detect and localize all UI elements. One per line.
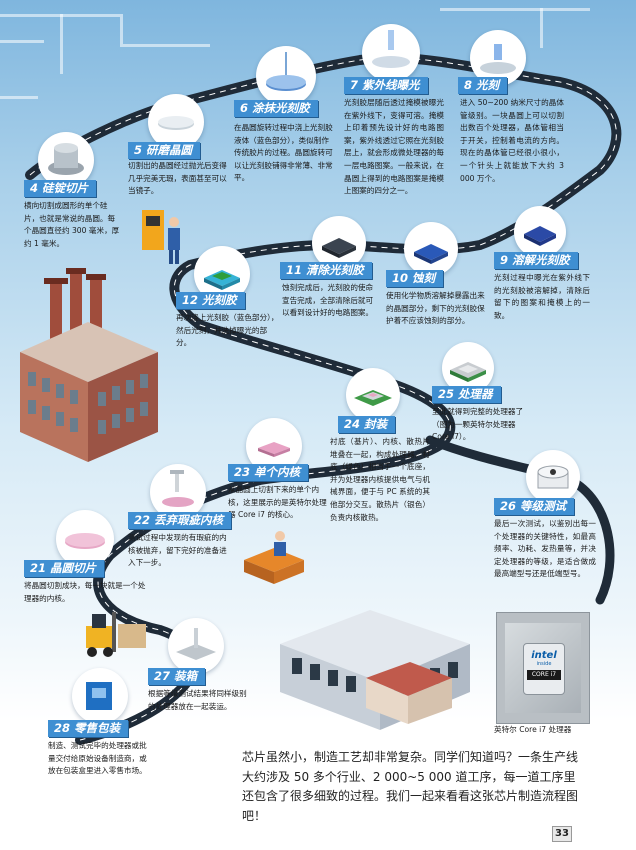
step9-image-circle [514, 206, 566, 258]
step-9-label: 9 溶解光刻胶 [494, 252, 578, 269]
step-25-desc: 至此就得到完整的处理器了（图为一颗英特尔处理器 Core i7）。 [432, 407, 524, 442]
modern-factory-illustration [280, 610, 470, 730]
step-26-desc: 最后一次测试，以鉴别出每一个处理器的关键特性，如最高频率、功耗、发热量等，并决定… [494, 519, 596, 579]
circuit-trace [60, 14, 63, 74]
step4-image-circle [38, 132, 94, 188]
step-27-label: 27 装箱 [148, 668, 206, 685]
intel-logo: intel [531, 650, 557, 661]
forklift-illustration [86, 612, 146, 657]
circuit-trace [120, 14, 123, 44]
step-28-desc: 制造、测试完毕的处理器或批量交付给原始设备制造商，或放在包装盒里进入零售市场。 [48, 741, 147, 776]
step-21-desc: 将晶圆切割成块，每一块就是一个处理器的内核。 [24, 581, 146, 603]
step-8-desc: 进入 50~200 纳米尺寸的晶体管级别。一块晶圆上可以切割出数百个处理器，晶体… [460, 98, 564, 183]
step-25-label: 25 处理器 [432, 386, 501, 403]
tray-icon [176, 628, 216, 660]
processor-icon [450, 362, 486, 382]
clean-resist-icon [322, 238, 356, 258]
chip-caption: 英特尔 Core i7 处理器 [494, 725, 572, 734]
step-8-label: 8 光刻 [458, 77, 508, 94]
circuit-trace [0, 96, 38, 99]
step11-image-circle [312, 216, 366, 270]
step-24-desc: 衬底（基片）、内核、散热片堆叠在一起，构成处理器。衬底（绿色）相当于一个底座，并… [330, 437, 430, 522]
retail-box-icon [86, 682, 112, 710]
step21-image-circle [56, 510, 114, 568]
step27-image-circle [168, 618, 224, 674]
step-22-desc: 测试过程中发现的有瑕疵的内核被抛弃，留下完好的准备进入下一步。 [128, 533, 227, 568]
step26-image-circle [526, 450, 580, 504]
step-26-label: 26 等级测试 [494, 498, 575, 515]
step22-image-circle [150, 464, 206, 520]
circuit-trace [0, 40, 44, 43]
step-28-label: 28 零售包装 [48, 720, 129, 737]
intel-inside-text: inside [536, 661, 552, 667]
wafer-dice-icon [65, 533, 105, 549]
inspection-worker-illustration [244, 531, 304, 584]
factory-illustration [20, 268, 158, 462]
resist-again-icon [204, 270, 240, 290]
step-21-label: 21 晶圆切片 [24, 560, 105, 577]
step-6-desc: 在晶圆旋转过程中浇上光刻胶液体（蓝色部分），类似制作传统胶片的过程。晶圆旋转可以… [234, 123, 333, 183]
step-11-desc: 蚀刻完成后，光刻胶的使命宣告完成，全部清除后就可以看到设计好的电路图案。 [282, 283, 374, 318]
step7-image-circle [362, 24, 420, 82]
step25-image-circle [442, 342, 494, 394]
polished-wafer-icon [158, 116, 194, 130]
step-10-desc: 使用化学物质溶解掉暴露出来的晶圆部分，剩下的光刻胶保护着不应该蚀刻的部分。 [386, 291, 485, 326]
step-23-label: 23 单个内核 [228, 464, 309, 481]
step-10-label: 10 蚀刻 [386, 270, 444, 287]
etch-icon [414, 244, 448, 264]
step8-image-circle [470, 30, 526, 86]
step24-image-circle [346, 368, 400, 422]
circuit-trace [120, 44, 210, 47]
step-5-desc: 切割出的晶圆经过抛光后变得几乎完美无瑕，表面甚至可以当镜子。 [128, 161, 227, 196]
wafer-slice-icon [48, 143, 84, 175]
step-12-desc: 再次浇上光刻胶（蓝色部分），然后光刻，并洗掉曝光的部分。 [176, 313, 279, 348]
discard-core-icon [162, 470, 194, 507]
step5-image-circle [148, 94, 204, 150]
lithography-icon [480, 44, 516, 74]
step6-image-circle [256, 46, 316, 106]
uv-exposure-icon [372, 30, 410, 68]
spin-coat-icon [266, 52, 306, 91]
step-27-desc: 根据等级测试结果将同样级别的处理器放在一起装运。 [148, 689, 247, 711]
page-number: 33 [552, 826, 572, 842]
step-7-desc: 光刻胶层随后透过掩模被曝光在紫外线下，变得可溶。掩模上印着预先设计好的电路图案，… [344, 98, 444, 196]
intro-paragraph: 芯片虽然小，制造工艺却非常复杂。同学们知道吗？一条生产线大约涉及 50 多个行业… [242, 750, 579, 823]
step-4-desc: 横向切割成圆形的单个硅片，也就是常说的晶圆。每个晶圆直径约 300 毫米，厚约 … [24, 201, 120, 248]
step-24-label: 24 封装 [338, 416, 396, 433]
step-7-label: 7 紫外线曝光 [344, 77, 428, 94]
step-12-label: 12 光刻胶 [176, 292, 245, 309]
step-23-desc: 从晶圆上切割下来的单个内核，这里展示的是英特尔处理器 Core i7 的核心。 [228, 485, 327, 520]
circuit-trace [440, 8, 590, 11]
dissolve-resist-icon [524, 226, 556, 246]
single-core-icon [258, 442, 290, 457]
step10-image-circle [404, 222, 458, 276]
core-i7-badge: CORE i7 [527, 670, 561, 680]
step28-image-circle [72, 668, 128, 724]
circuit-trace [540, 8, 543, 48]
machine-operator-illustration [142, 210, 180, 264]
step-5-label: 5 研磨晶圆 [128, 142, 201, 159]
step-4-label: 4 硅锭切片 [24, 180, 97, 197]
step-6-label: 6 涂抹光刻胶 [234, 100, 318, 117]
step-9-desc: 光刻过程中曝光在紫外线下的光刻胶被溶解掉，清除后留下的图案和掩模上的一致。 [494, 273, 590, 320]
package-icon [354, 390, 392, 406]
step-11-label: 11 清除光刻胶 [280, 262, 372, 279]
grading-test-icon [537, 465, 569, 489]
step-22-label: 22 丢弃瑕疵内核 [128, 512, 232, 529]
core-i7-chip-image: intel inside CORE i7 [496, 612, 590, 724]
